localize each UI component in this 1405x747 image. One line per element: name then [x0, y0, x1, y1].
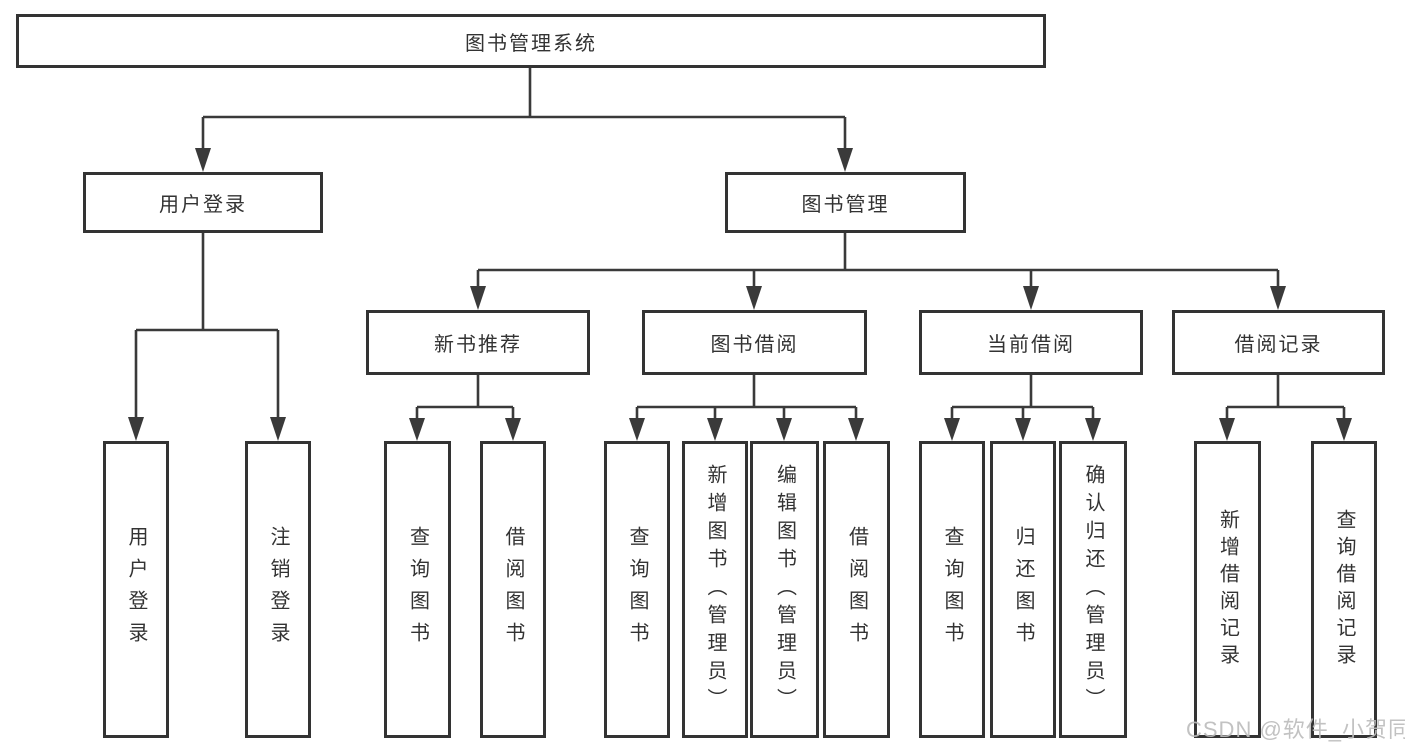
- leaf-user-login: 用户登录: [103, 441, 169, 738]
- node-label: 图书管理: [801, 194, 890, 216]
- leaf-borrow-books: 借阅图书: [823, 441, 890, 738]
- leaf-confirm-return-admin: 确认归还（管理员）: [1059, 441, 1127, 738]
- node-library-management-system: 图书管理系统: [16, 14, 1046, 68]
- leaf-label: 编辑图书（管理员）: [773, 463, 796, 716]
- leaf-label: 注销登录: [267, 525, 289, 654]
- node-borrowing-records: 借阅记录: [1172, 310, 1385, 375]
- leaf-edit-book-admin: 编辑图书（管理员）: [750, 441, 819, 738]
- leaf-query-books-recommend: 查询图书: [384, 441, 451, 738]
- leaf-logout: 注销登录: [245, 441, 311, 738]
- leaf-label: 借阅图书: [502, 525, 524, 654]
- leaf-label: 查询图书: [626, 525, 648, 654]
- leaf-add-book-admin: 新增图书（管理员）: [682, 441, 748, 738]
- leaf-label: 查询借阅记录: [1333, 508, 1355, 671]
- node-label: 当前借阅: [987, 334, 1075, 356]
- node-new-book-recommendation: 新书推荐: [366, 310, 590, 375]
- node-label: 借阅记录: [1234, 334, 1323, 356]
- leaf-query-books-borrow: 查询图书: [604, 441, 670, 738]
- node-label: 用户登录: [159, 194, 247, 216]
- leaf-borrow-books-recommend: 借阅图书: [480, 441, 546, 738]
- leaf-label: 确认归还（管理员）: [1082, 463, 1104, 716]
- leaf-label: 新增借阅记录: [1216, 508, 1239, 671]
- node-label: 图书借阅: [710, 334, 799, 356]
- node-user-login: 用户登录: [83, 172, 323, 233]
- node-current-borrowing: 当前借阅: [919, 310, 1143, 375]
- node-book-management: 图书管理: [725, 172, 966, 233]
- leaf-label: 归还图书: [1012, 525, 1034, 654]
- leaf-query-borrow-record: 查询借阅记录: [1311, 441, 1377, 738]
- node-label: 图书管理系统: [465, 32, 597, 55]
- leaf-label: 查询图书: [406, 525, 429, 654]
- csdn-watermark: CSDN @软件_小贺同学: [1186, 717, 1405, 742]
- node-label: 新书推荐: [434, 334, 522, 356]
- leaf-label: 查询图书: [941, 525, 963, 654]
- arrowheads: [128, 148, 1352, 441]
- leaf-label: 新增图书（管理员）: [704, 463, 726, 716]
- node-book-borrowing: 图书借阅: [642, 310, 867, 375]
- leaf-return-books: 归还图书: [990, 441, 1056, 738]
- leaf-label: 借阅图书: [845, 525, 868, 654]
- leaf-query-books-current: 查询图书: [919, 441, 985, 738]
- leaf-label: 用户登录: [125, 525, 147, 654]
- leaf-add-borrow-record: 新增借阅记录: [1194, 441, 1261, 738]
